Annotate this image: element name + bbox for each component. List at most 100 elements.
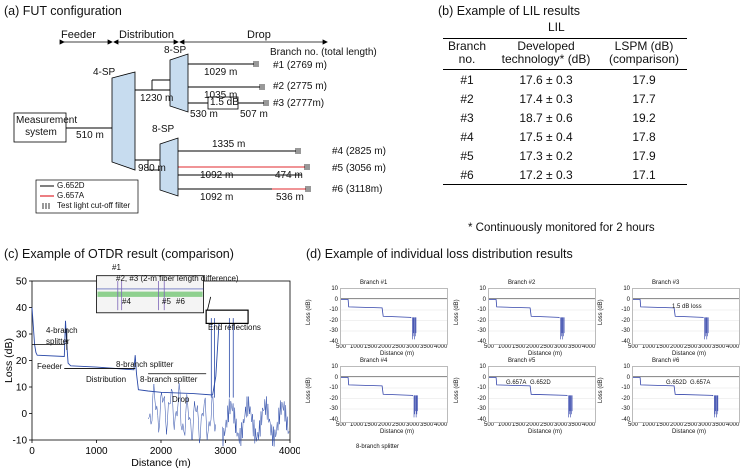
x-tick-label: 3000 — [214, 446, 237, 457]
mini-xtick: 1500 — [512, 344, 526, 350]
annot-distribution: Distribution — [86, 375, 127, 384]
mini-ylabel: Loss (dB) — [598, 299, 604, 325]
mini-ytick: 0 — [334, 296, 338, 303]
mini-plot-area — [333, 366, 448, 423]
y-tick-label: 50 — [16, 277, 28, 288]
mini-plot-area — [625, 366, 740, 423]
x-tick-label: 4000 — [279, 446, 300, 457]
mini-ytick: -20 — [477, 395, 486, 402]
mini-xtick: 1000 — [350, 344, 364, 350]
col-branch: Branch no. — [443, 38, 491, 70]
mini-xtick: 3000 — [554, 344, 568, 350]
length-feeder: 510 m — [76, 130, 104, 141]
mini-xtick: 1500 — [364, 344, 378, 350]
y-axis-label: Loss (dB) — [3, 338, 15, 383]
x-axis-label: Distance (m) — [131, 457, 191, 468]
mini-xtick: 1500 — [512, 422, 526, 428]
mini-xtick: 500 — [336, 344, 347, 350]
mini-title: Branch #1 — [360, 280, 388, 286]
length-b5b: 474 m — [275, 170, 303, 181]
y-tick-label: -10 — [13, 436, 28, 447]
annot-drop: Drop — [172, 395, 190, 404]
mini-xtick: 1000 — [642, 422, 656, 428]
mini-ytick: -30 — [477, 328, 486, 334]
mini-xtick: 500 — [628, 344, 639, 350]
legend-g652d-label: G.652D — [57, 181, 85, 190]
loss-trace — [625, 377, 714, 397]
legend-filter-label: Test light cut-off filter — [57, 201, 131, 210]
mini-ytick: -40 — [329, 338, 338, 345]
mini-xlabel: Distance (m) — [672, 429, 707, 435]
annot-8branch-splitter: 8-branch splitter — [356, 444, 400, 450]
y-tick-label: 20 — [16, 356, 28, 367]
mini-xtick: 2000 — [378, 344, 392, 350]
mini-xtick: 500 — [628, 422, 639, 428]
annot-feeder: Feeder — [37, 362, 63, 371]
mini-ytick: -20 — [329, 317, 338, 324]
loss-trace — [333, 299, 412, 319]
mini-xtick: 500 — [484, 422, 495, 428]
mini-xtick: 4000 — [582, 344, 596, 350]
mini-xtick: 1000 — [498, 422, 512, 428]
mini-ytick: -20 — [621, 317, 630, 324]
lil-group-header: LIL — [548, 20, 565, 34]
end-reflections-box — [205, 309, 249, 325]
mini-xtick: 3500 — [568, 422, 582, 428]
length-dist-top: 1230 m — [140, 93, 174, 104]
mini-xlabel: Distance (m) — [528, 351, 563, 357]
inset-band — [97, 291, 203, 297]
mini-ytick: -10 — [621, 307, 630, 313]
mini-xtick: 2000 — [670, 344, 684, 350]
mini-xtick: 500 — [484, 344, 495, 350]
measurement-system-box — [13, 112, 67, 143]
mini-ylabel: Loss (dB) — [306, 377, 312, 403]
mini-xtick: 2000 — [670, 422, 684, 428]
mini-xtick: 3000 — [554, 422, 568, 428]
table-footnote: * Continuously monitored for 2 hours — [468, 222, 655, 234]
mini-xtick: 1500 — [656, 344, 670, 350]
annot-b5: #5 — [162, 297, 171, 306]
mini-plot-area — [625, 288, 740, 345]
mini-xlabel: Distance (m) — [380, 351, 415, 357]
mini-plot-area — [333, 288, 448, 345]
g657a-lines — [178, 166, 306, 190]
branch-5-label: #5 (3056 m) — [332, 163, 386, 174]
lil-table: Branch no. Developed technology* (dB) LS… — [443, 38, 687, 185]
annot-splitter8-inset: 8-branch splitter — [116, 360, 174, 369]
mini-xtick: 3000 — [406, 344, 420, 350]
mini-xtick: 2500 — [392, 422, 406, 428]
length-b2: 1035 m — [204, 90, 238, 101]
mini-ytick: -30 — [477, 406, 486, 412]
mini-ytick: -10 — [477, 307, 486, 313]
annot-b4: #4 — [122, 297, 131, 306]
length-b6b: 536 m — [276, 192, 304, 203]
mini-xtick: 2500 — [392, 344, 406, 350]
mini-xtick: 2000 — [526, 422, 540, 428]
mini-ytick: 10 — [623, 286, 630, 292]
mini-plot-area — [481, 366, 596, 423]
mini-title: Branch #2 — [508, 280, 536, 286]
mini-title: Branch #5 — [508, 358, 536, 364]
mini-ytick: -40 — [329, 416, 338, 423]
mini-ylabel: Loss (dB) — [454, 377, 460, 403]
mini-ylabel: Loss (dB) — [598, 377, 604, 403]
otdr-trace — [31, 307, 220, 396]
branch-2-label: #2 (2775 m) — [273, 81, 327, 92]
length-b3a: 530 m — [190, 109, 218, 120]
x-tick-label: 0 — [29, 446, 35, 457]
loss-box-label: 1.5 dB — [210, 97, 239, 108]
col-lspm: LSPM (dB) (comparison) — [601, 38, 687, 70]
annot-splitter4: 4-branch splitter — [46, 326, 78, 346]
mini-ytick: -20 — [477, 317, 486, 324]
mini-xlabel: Distance (m) — [380, 429, 415, 435]
mini-ytick: 0 — [482, 296, 486, 303]
mini-ytick: -10 — [621, 385, 630, 391]
measurement-system-label: Measurement system — [16, 115, 78, 138]
annot-b1: #1 — [112, 263, 121, 272]
mini-ytick: -40 — [621, 338, 630, 345]
mini-xtick: 3500 — [420, 422, 434, 428]
splitter-8sp-top — [169, 53, 189, 113]
